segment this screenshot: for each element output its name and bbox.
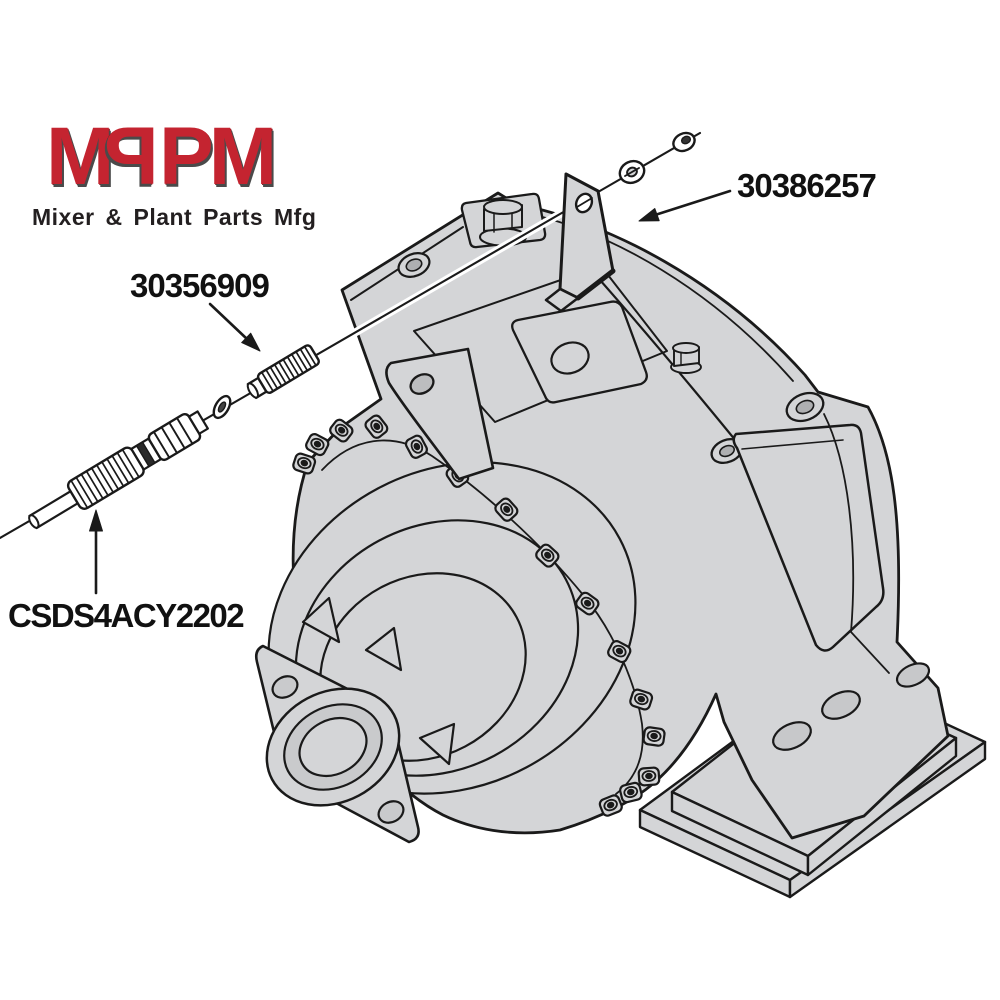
logo-wordmark: MPPM	[46, 111, 316, 202]
pad-counterbore-hole	[397, 252, 431, 278]
logo-letter-p-mirrored: P	[109, 111, 160, 202]
logo-letter-m1: M	[46, 111, 114, 202]
drum-gusset-plate	[385, 347, 495, 481]
top-hatch	[511, 300, 648, 404]
threaded-stud	[246, 344, 320, 400]
logo-letter-m2: M	[208, 111, 277, 202]
hex-bolt-small	[670, 342, 702, 374]
logo-tagline: Mixer & Plant Parts Mfg	[32, 204, 317, 230]
callout-arrows	[89, 189, 732, 595]
logo: MPPM Mixer & Plant Parts Mfg	[32, 111, 317, 231]
nut-top	[672, 131, 696, 153]
flange-center-bore	[265, 687, 401, 807]
base-bolt-slots	[772, 662, 931, 751]
output-flange	[254, 596, 456, 844]
arrowhead-sensor	[89, 509, 103, 532]
arrow-stud	[208, 302, 249, 341]
part-number-bracket: 30386257	[737, 167, 876, 204]
arrowhead-bracket	[638, 208, 660, 222]
part-number-stud: 30356909	[130, 267, 269, 304]
stand-window	[732, 413, 890, 674]
speed-sensor	[28, 410, 209, 530]
hex-bolt-large	[479, 199, 527, 247]
arrowhead-stud	[241, 332, 261, 352]
arrow-bracket	[653, 189, 732, 217]
logo-letter-p: P	[159, 111, 214, 202]
washer-small	[212, 394, 232, 420]
sensor-mounting-bracket	[544, 172, 616, 313]
washer-top	[618, 159, 646, 185]
part-number-sensor: CSDS4ACY2202	[8, 597, 244, 634]
